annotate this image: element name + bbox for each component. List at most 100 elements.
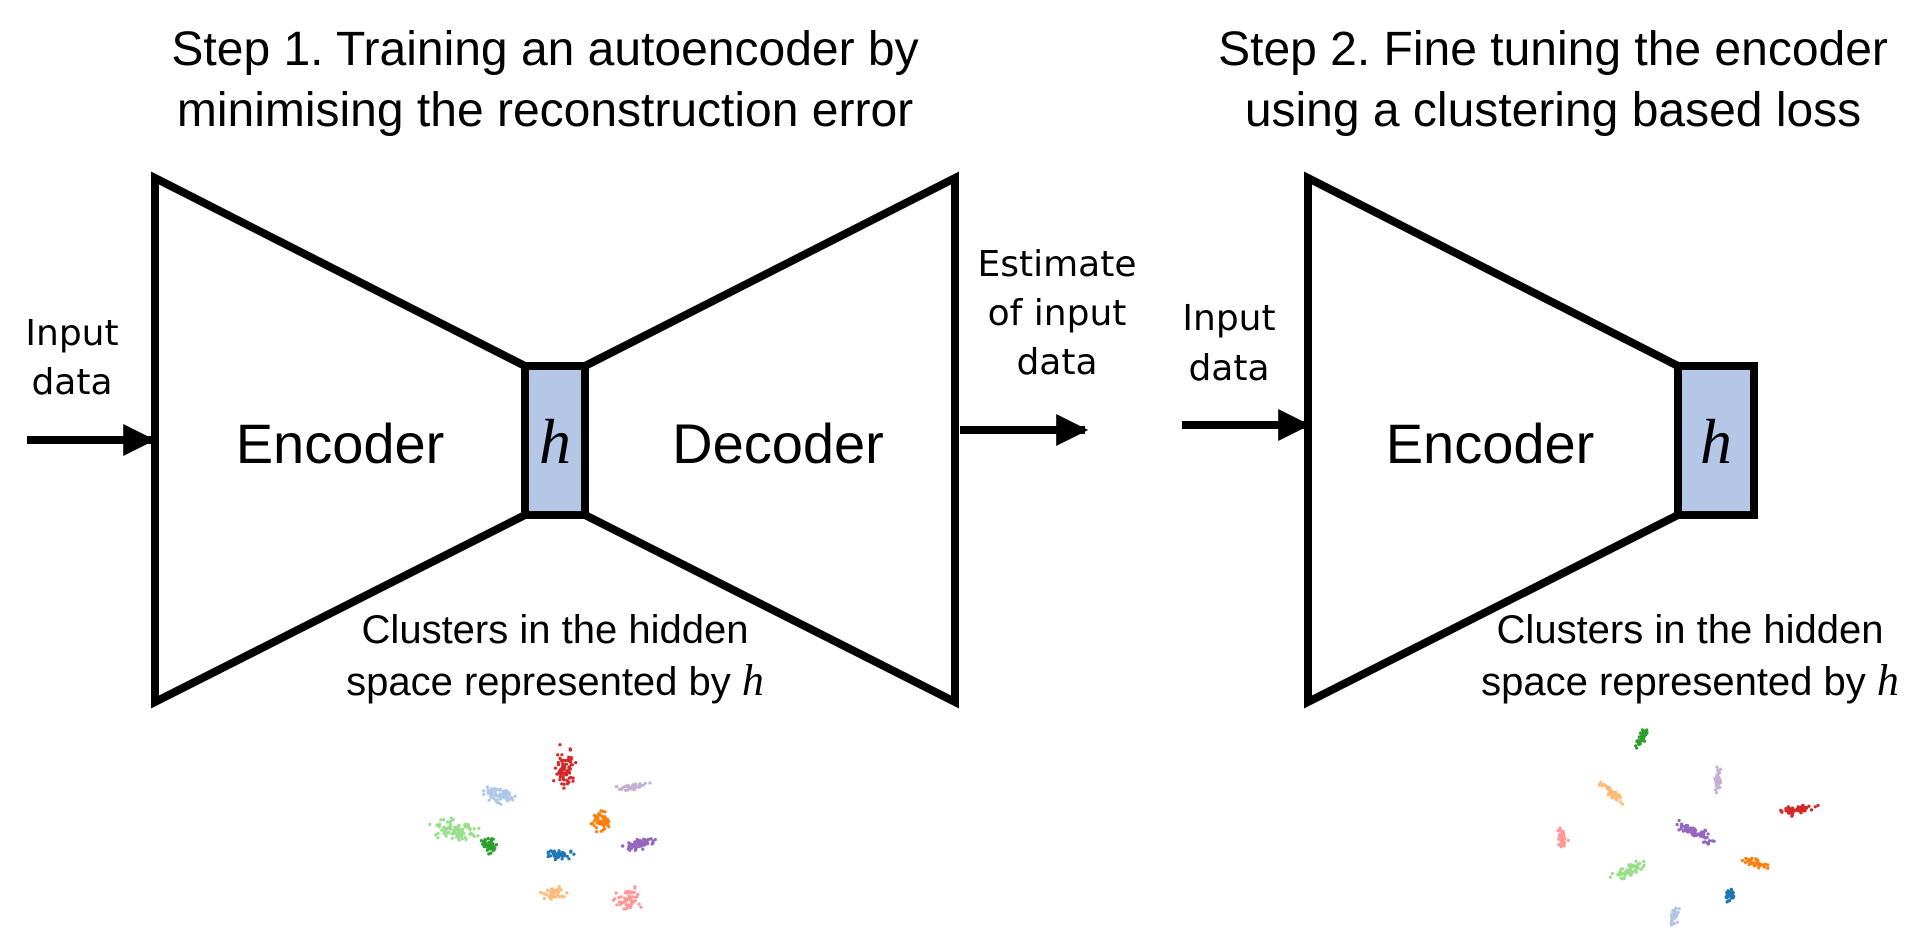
step1-output-label-line3: data [1016, 342, 1097, 383]
cluster-point [567, 857, 571, 861]
step2-caption-line2: space represented by h [1481, 656, 1899, 705]
cluster-point [1557, 843, 1561, 847]
cluster-point [493, 846, 497, 850]
cluster-point [1599, 780, 1603, 785]
cluster-point [486, 837, 490, 841]
cluster-point [1625, 868, 1629, 872]
cluster-point [553, 766, 558, 770]
cluster-point [1816, 803, 1820, 808]
cluster-point [1629, 872, 1633, 876]
cluster-point [446, 820, 450, 824]
cluster-point [549, 897, 553, 901]
cluster-point [623, 891, 628, 895]
cluster-point [641, 847, 645, 851]
cluster-point [552, 849, 556, 853]
step1-hidden-layer [521, 362, 589, 519]
cluster-point [1749, 857, 1753, 861]
cluster-point [1566, 838, 1570, 843]
cluster-point [1718, 781, 1722, 785]
cluster-point [1600, 784, 1604, 788]
cluster-point [626, 904, 630, 908]
cluster-point [1558, 829, 1562, 833]
cluster-point [648, 781, 652, 785]
cluster-point [507, 797, 511, 801]
cluster-point [628, 903, 632, 907]
cluster-point [595, 830, 599, 834]
cluster-point [448, 819, 453, 824]
cluster-point [448, 826, 452, 830]
cluster-point [564, 762, 569, 766]
cluster-point [452, 829, 456, 833]
cluster-point [613, 897, 617, 901]
cluster-point [1706, 832, 1710, 836]
cluster-point [567, 766, 571, 770]
cluster-point [476, 834, 480, 838]
cluster-point [468, 832, 472, 836]
step2-caption-line1: Clusters in the hidden [1497, 608, 1884, 652]
cluster-point [637, 902, 641, 906]
step1-input-label-line2: data [31, 362, 112, 403]
cluster-point [1758, 863, 1762, 867]
cluster-point [485, 785, 489, 789]
cluster-point [1674, 906, 1678, 910]
cluster-point [1640, 734, 1644, 738]
cluster-point [1799, 805, 1803, 810]
cluster-point [641, 783, 645, 787]
cluster-point [436, 831, 440, 836]
cluster-point [627, 785, 631, 789]
step1-caption-line2-text: space represented by [346, 660, 742, 704]
cluster-point [1710, 839, 1715, 843]
cluster-point [1671, 921, 1675, 925]
cluster-point [551, 887, 555, 891]
cluster-point [1706, 841, 1711, 845]
cluster-point [1633, 868, 1638, 873]
cluster-point [639, 840, 643, 844]
cluster-point [453, 831, 457, 835]
cluster-point [643, 781, 647, 785]
cluster-point [598, 812, 602, 816]
cluster-point [633, 886, 637, 890]
cluster-point [436, 836, 440, 840]
cluster-point [1716, 768, 1720, 772]
cluster-point [622, 907, 626, 911]
cluster-point [567, 769, 571, 773]
cluster-point [555, 888, 559, 892]
cluster-point [556, 856, 560, 860]
cluster-point [560, 857, 564, 861]
cluster-point [1642, 729, 1646, 733]
step1-input-label-line1: Input [25, 313, 118, 354]
cluster-point [1614, 795, 1618, 799]
cluster-point [461, 827, 465, 831]
cluster-point [1620, 872, 1624, 876]
cluster-point [572, 852, 576, 856]
cluster-point [569, 849, 573, 853]
step1-caption-symbol: h [742, 656, 764, 705]
cluster-point [1780, 809, 1784, 814]
step1-title-line1: Step 1. Training an autoencoder by [171, 23, 918, 76]
cluster-point [1558, 826, 1562, 830]
cluster-point [594, 826, 599, 830]
step2-panel: Step 2. Fine tuning the encoder using a … [1182, 23, 1899, 927]
cluster-point [635, 895, 639, 899]
cluster-point [633, 899, 637, 903]
cluster-point [1804, 806, 1808, 810]
cluster-point [482, 792, 486, 797]
cluster-point [562, 782, 566, 786]
cluster-point [633, 840, 637, 844]
cluster-point [546, 888, 550, 892]
step2-caption-line2-text: space represented by [1481, 660, 1877, 704]
cluster-point [437, 825, 441, 829]
cluster-point [453, 825, 457, 829]
cluster-point [1609, 790, 1613, 794]
cluster-point [1702, 832, 1706, 836]
cluster-point [495, 798, 499, 802]
cluster-point [1640, 739, 1644, 743]
cluster-point [489, 796, 493, 800]
cluster-point [614, 891, 618, 895]
cluster-point [1560, 834, 1564, 838]
cluster-point [557, 895, 562, 899]
cluster-point [621, 901, 625, 905]
cluster-point [562, 895, 566, 899]
cluster-point [493, 790, 497, 794]
step1-hidden-symbol: h [539, 406, 571, 477]
